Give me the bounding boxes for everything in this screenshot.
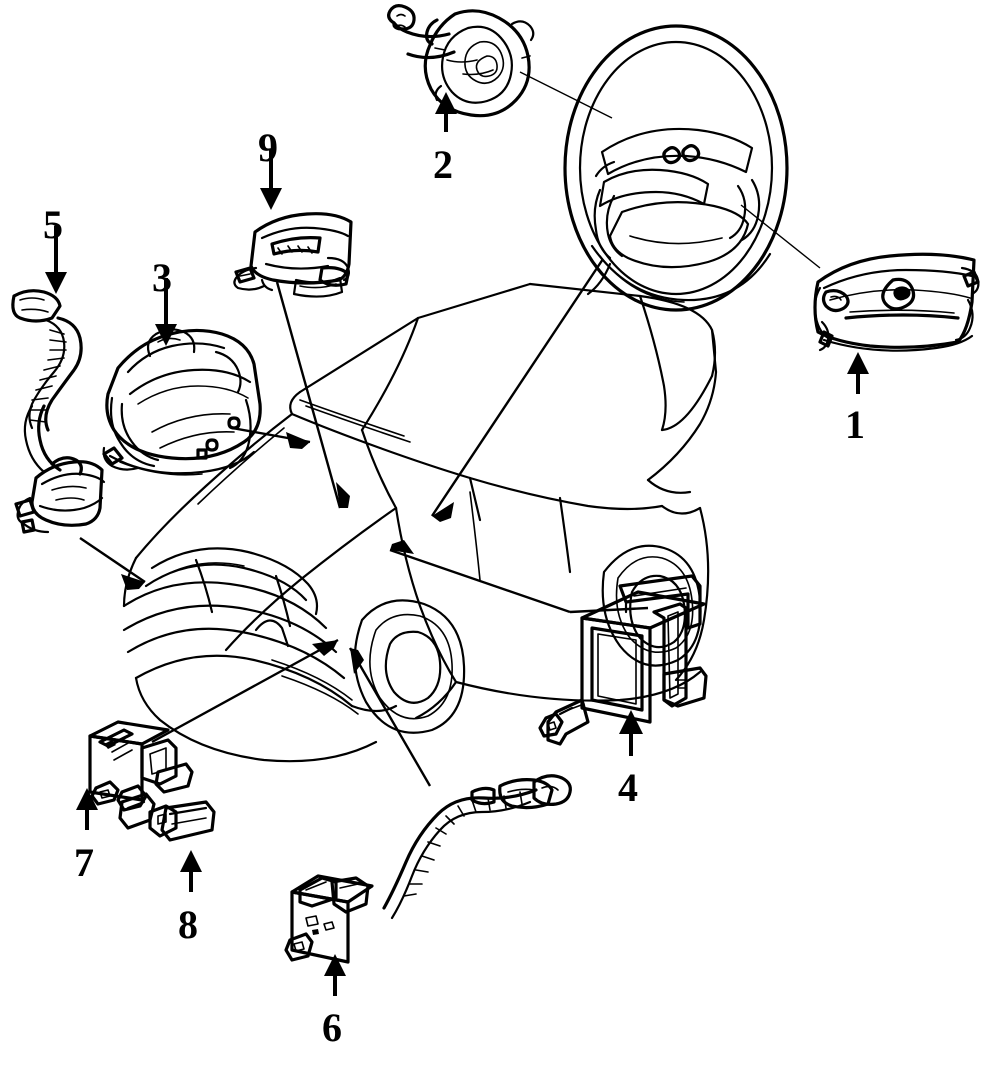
arrow-head-9 xyxy=(260,188,282,210)
arrow-head-8 xyxy=(180,850,202,872)
arrow-head-1 xyxy=(847,352,869,374)
callout-number-3: 3 xyxy=(152,255,172,300)
leader-safing-sensor xyxy=(275,281,342,509)
callout-arrows xyxy=(45,92,869,996)
callout-number-7: 7 xyxy=(74,840,94,885)
callout-number-6: 6 xyxy=(322,1005,342,1050)
sensor-connector-8-component xyxy=(148,800,216,842)
arrowhead-safing xyxy=(336,482,350,508)
safing-sensor-component xyxy=(233,212,353,298)
vehicle-body xyxy=(122,282,718,763)
callout-number-8: 8 xyxy=(178,902,198,947)
steering-wheel-component xyxy=(563,24,789,312)
clock-spring-component xyxy=(387,4,535,118)
callout-number-4: 4 xyxy=(618,765,638,810)
arrowhead-cabin xyxy=(432,502,454,522)
leader-sensor7 xyxy=(151,638,339,744)
arrow-head-4 xyxy=(619,710,643,734)
sensor-harness-component xyxy=(11,289,106,534)
leader-sensor6 xyxy=(348,647,432,787)
front-crash-sensor-6-component xyxy=(284,774,572,964)
arrow-head-2 xyxy=(435,92,457,114)
leader-clockspring xyxy=(519,71,613,119)
leader-wheel-to-cabin xyxy=(431,258,604,517)
callout-number-1: 1 xyxy=(845,402,865,447)
leader-driver-airbag xyxy=(740,204,821,269)
arrowhead-cabin-module xyxy=(390,540,414,554)
driver-airbag-cover-component xyxy=(813,252,980,352)
srs-control-module-component xyxy=(538,574,708,746)
arrow-head-6 xyxy=(324,954,346,976)
arrowhead-passenger xyxy=(286,432,310,449)
arrow-head-7 xyxy=(76,788,98,810)
callout-number-9: 9 xyxy=(258,125,278,170)
passenger-airbag-module-component xyxy=(102,328,262,476)
callout-number-5: 5 xyxy=(43,202,63,247)
arrowhead-sensor7 xyxy=(312,640,338,656)
leader-harness-sensor xyxy=(79,537,146,583)
leader-module-link xyxy=(569,606,649,614)
front-impact-sensor-7-component xyxy=(88,720,194,830)
arrowhead-harness xyxy=(121,574,145,590)
arrowhead-sensor6 xyxy=(350,648,364,674)
arrow-head-3 xyxy=(155,324,177,346)
arrow-head-5 xyxy=(45,272,67,294)
leader-cabin-to-module xyxy=(389,548,571,614)
callout-number-2: 2 xyxy=(433,142,453,187)
